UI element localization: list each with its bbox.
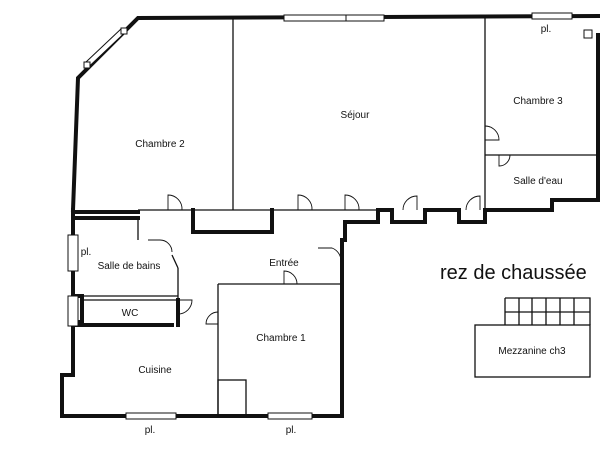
window-chambre3 (531, 12, 573, 20)
window-cuisine (125, 412, 177, 420)
doors (148, 125, 511, 325)
label-pl-top: pl. (541, 24, 552, 35)
door-chambre3 (484, 125, 500, 141)
plan-title: rez de chaussée (440, 262, 587, 284)
door-cuisine (205, 311, 219, 325)
door-sejour-3 (402, 195, 418, 211)
interior-walls (73, 18, 598, 417)
door-entree (318, 247, 342, 263)
door-chambre2 (167, 194, 183, 211)
door-salle-eau (465, 195, 481, 211)
label-pl-left: pl. (81, 247, 92, 258)
label-cuisine: Cuisine (138, 365, 172, 376)
label-entree: Entrée (269, 258, 299, 269)
label-sejour: Séjour (341, 110, 371, 121)
label-wc: WC (122, 308, 139, 319)
label-mezzanine: Mezzanine ch3 (498, 346, 566, 357)
door-salle-de-bains (148, 239, 173, 253)
label-salle-de-bains: Salle de bains (98, 261, 161, 272)
label-salle-eau: Salle d'eau (513, 176, 562, 187)
door-chambre1 (283, 270, 298, 285)
label-pl-bottom-right: pl. (286, 425, 297, 436)
window-wc (67, 295, 79, 327)
window-sejour-2 (345, 14, 385, 22)
label-pl-bottom-left: pl. (145, 425, 156, 436)
windows (67, 12, 593, 420)
door-sejour-2 (344, 194, 360, 211)
door-salle-eau-inner (498, 154, 511, 167)
label-chambre1: Chambre 1 (256, 333, 306, 344)
window-chambre1 (267, 412, 313, 420)
label-chambre3: Chambre 3 (513, 96, 563, 107)
door-sejour-1 (297, 194, 313, 211)
door-wc (177, 299, 193, 315)
room-labels: Séjour Chambre 2 Chambre 3 Salle d'eau E… (81, 24, 587, 436)
window-salle-de-bains (67, 234, 79, 272)
window-sejour-1 (283, 14, 347, 22)
mezzanine-stair (474, 297, 591, 378)
label-chambre2: Chambre 2 (135, 139, 185, 150)
